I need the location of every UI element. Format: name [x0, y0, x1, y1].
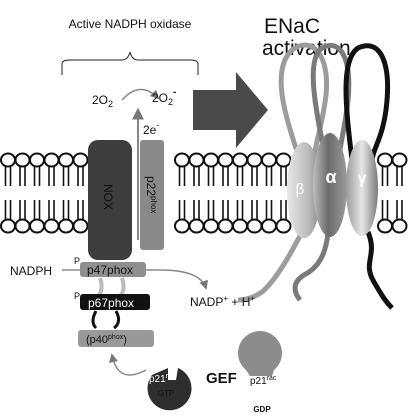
lipid-head [391, 152, 408, 168]
enac-tail-beta [237, 230, 305, 303]
rac-gdp-protein [238, 331, 282, 376]
enac-tail-alpha [292, 231, 331, 302]
lipid-head [29, 218, 45, 234]
rac-gdp-p21-label: p21rac [250, 375, 277, 387]
gtp-label: GTP [158, 389, 174, 398]
lipid-head [188, 152, 205, 168]
lipid-head [174, 218, 190, 234]
enac-loop-gamma [343, 43, 391, 163]
lipid-head [203, 152, 219, 168]
p22phox-subunit [140, 140, 164, 250]
enac-subunit-gamma [346, 140, 378, 236]
gef-label: GEF [206, 370, 237, 387]
nox-label: NOX [101, 184, 115, 210]
p67phox-subunit [80, 294, 150, 310]
p67-p40-linker-2 [113, 310, 121, 330]
nadph-label: NADPH [10, 264, 52, 278]
nadp-product: NADP+ + H+ [190, 294, 255, 309]
lipid-head [203, 218, 219, 234]
lipid-head [58, 218, 74, 234]
rac-activation-arrow [109, 353, 147, 376]
p47phox-label: p47phox [87, 263, 133, 277]
lipid-bilayer [0, 152, 408, 234]
enac-subunit-beta [287, 142, 321, 238]
enac-tail-gamma [365, 231, 394, 310]
p47-p67-linker-2 [118, 277, 126, 298]
lipid-head [391, 218, 408, 234]
activation-arrow [193, 72, 268, 148]
enac-channel: β α γ [237, 42, 394, 310]
lipid-head [72, 218, 89, 234]
phospho-p47: P [74, 256, 80, 266]
lipid-head [14, 218, 31, 234]
enac-label-gamma: γ [358, 170, 367, 187]
electron-label: 2e- [143, 120, 159, 137]
lipid-head [217, 218, 234, 234]
rac-gtp-protein [147, 368, 192, 411]
lipid-head [43, 152, 60, 168]
p22phox-label: p22phox [144, 176, 158, 213]
bracket [61, 51, 199, 75]
enac-label-beta: β [296, 181, 305, 198]
lipid-head [377, 152, 393, 168]
p67phox-label: p67phox [88, 296, 134, 310]
enac-title: ENaC activation [262, 15, 351, 60]
lipid-head [246, 152, 263, 168]
lipid-head [232, 218, 248, 234]
lipid-head [14, 152, 31, 168]
nox-subunit [88, 140, 132, 260]
p67-p40-linker [91, 310, 98, 330]
phospho-p67: P [74, 291, 80, 301]
p47phox-subunit [80, 262, 146, 277]
lipid-head [43, 218, 60, 234]
enac-subunit-alpha [313, 133, 347, 237]
lipid-head [217, 152, 234, 168]
p40phox-subunit [78, 330, 154, 347]
lipid-head [0, 152, 16, 168]
enac-loop-alpha [310, 43, 352, 161]
lipid-head [261, 152, 277, 168]
lipid-head [72, 152, 89, 168]
p40phox-label: (p40phox) [86, 334, 127, 346]
lipid-head [261, 218, 277, 234]
nadph-arrow [62, 269, 208, 290]
p47-p67-linker [96, 277, 104, 298]
superoxide-product: 2O2- [152, 87, 176, 107]
gdp-label: GDP [253, 405, 271, 414]
lipid-head [246, 218, 263, 234]
lipid-head [58, 152, 74, 168]
lipid-head [377, 218, 393, 234]
lipid-head [29, 152, 45, 168]
lipid-head [0, 218, 16, 234]
lipid-head [232, 152, 248, 168]
oxygen-reactant: 2O2 [92, 93, 113, 109]
active-nadph-oxidase-title: Active NADPH oxidase [69, 17, 192, 31]
rac-gtp-label: p21rac [149, 373, 176, 385]
lipid-head [275, 218, 292, 234]
lipid-head [275, 152, 292, 168]
superoxide-arrow [121, 88, 160, 101]
lipid-head [174, 152, 190, 168]
lipid-head [188, 218, 205, 234]
enac-label-alpha: α [325, 167, 336, 187]
